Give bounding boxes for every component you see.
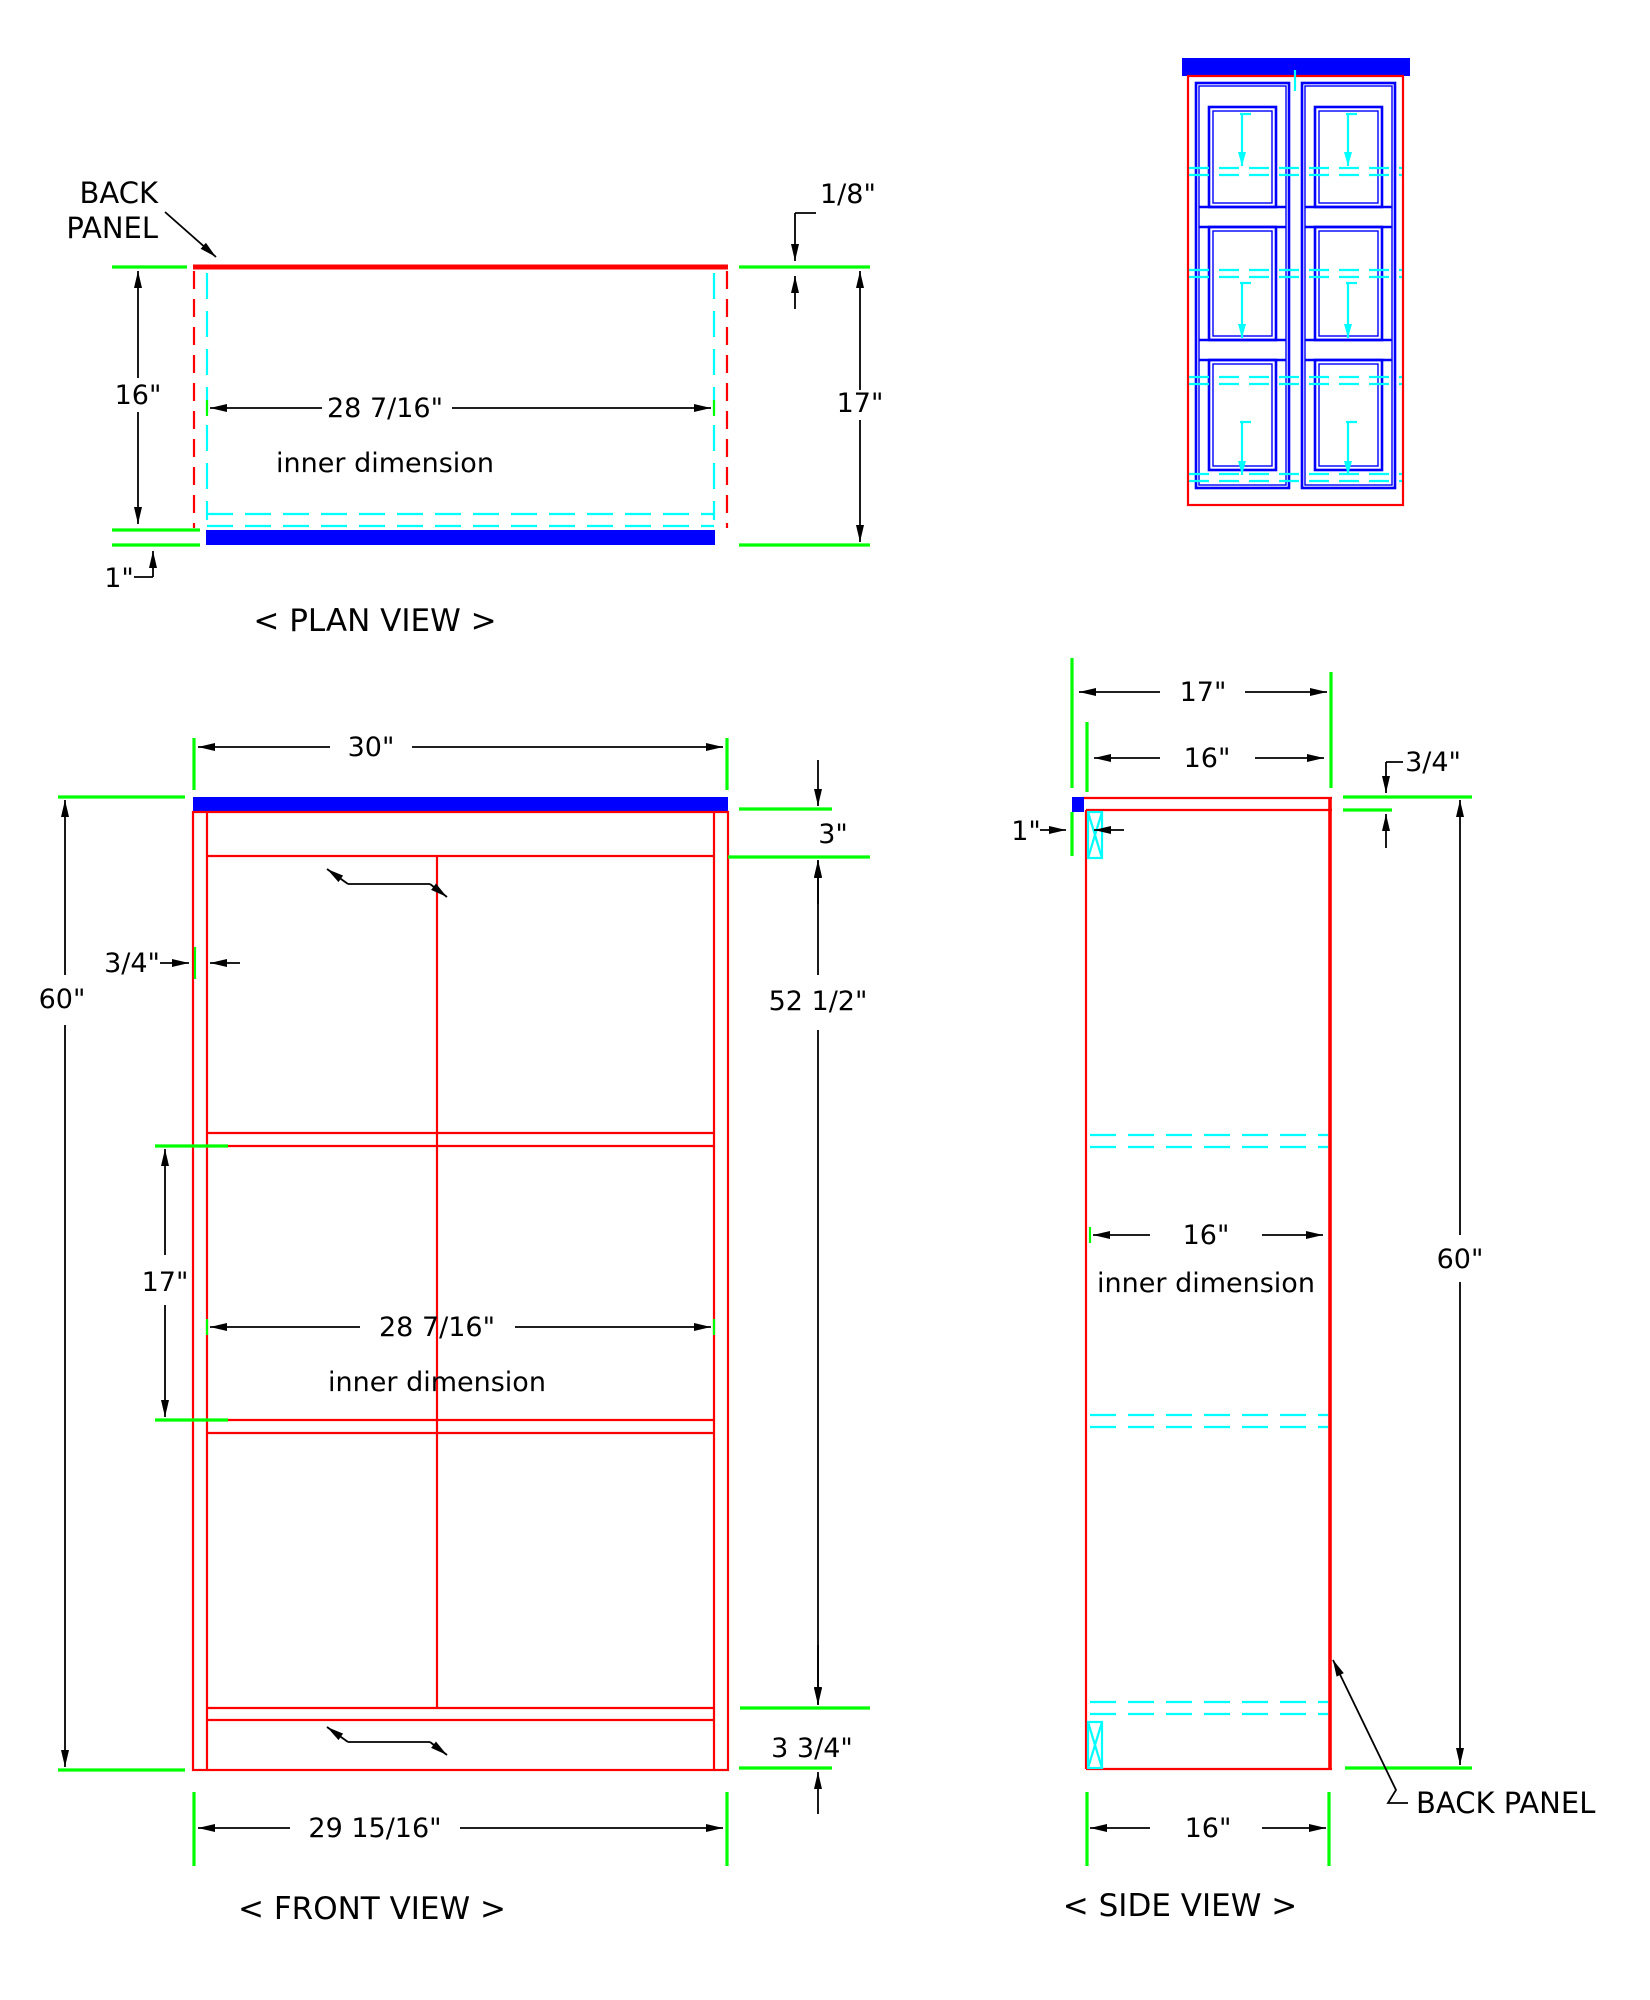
door-top-rail-bar [1182, 58, 1410, 76]
side-cabinet-outline [1072, 796, 1332, 1771]
side-dim-depth-bottom-label: 16" [1185, 1813, 1232, 1844]
front-dim-width-inner-label: 28 7/16" [379, 1312, 495, 1343]
side-dim-depth-outer: 17" [1079, 677, 1327, 708]
plan-back-panel-callout: BACK PANEL [66, 176, 217, 258]
side-dim-back-thickness: 1" [1011, 816, 1124, 847]
front-extension-ticks [58, 738, 870, 1866]
plan-dim-back-overhang: 1/8" [791, 179, 876, 309]
plan-dim-front-rail: 1" [104, 551, 157, 594]
front-dim-height-label: 60" [39, 984, 86, 1015]
side-dim-depth-inner: 16" inner dimension [1088, 1220, 1323, 1299]
front-dim-side-thickness-label: 3/4" [104, 948, 160, 979]
side-dim-back-thickness-label: 1" [1011, 816, 1041, 847]
plan-dim-width-inner: 28 7/16" inner dimension [205, 393, 716, 479]
front-shelves [207, 1131, 714, 1722]
front-dim-shelf-spacing-label: 17" [142, 1267, 189, 1298]
back-panel-callout-line1: BACK [80, 176, 159, 210]
side-view: 17" 16" 3/4" 1" 16" inner dimension [1011, 658, 1595, 1924]
front-dim-top-rail: 3" [814, 760, 848, 904]
front-dim-opening-height: 52 1/2" [769, 860, 868, 1705]
front-inner-dimension-note: inner dimension [328, 1367, 546, 1398]
plan-dim-width-inner-label: 28 7/16" [327, 393, 443, 424]
front-dim-face-width-label: 29 15/16" [308, 1813, 441, 1844]
front-dim-face-width: 29 15/16" [198, 1813, 723, 1844]
plan-dim-depth-outer-label: 17" [837, 388, 884, 419]
side-dim-height: 60" [1437, 800, 1484, 1765]
side-dim-depth-top: 16" [1094, 743, 1324, 774]
door-left-panel-1 [1207, 105, 1278, 209]
front-dim-opening-height-label: 52 1/2" [769, 986, 868, 1017]
back-panel-leader [164, 211, 217, 258]
front-dim-height: 60" [39, 800, 86, 1767]
front-swing-arrow-bottom [326, 1726, 448, 1756]
door-right-panel-2 [1313, 225, 1384, 342]
plan-front-rail-bar [206, 530, 715, 545]
front-dim-side-thickness: 3/4" [104, 948, 240, 979]
door-view [1182, 58, 1410, 507]
plan-inner-dimension-note: inner dimension [276, 448, 494, 479]
plan-view-title: < PLAN VIEW > [253, 603, 496, 639]
front-dim-width-inner: 28 7/16" inner dimension [205, 1312, 716, 1398]
front-dim-bottom-rail: 3 3/4" [771, 1645, 853, 1814]
plan-dim-depth-inner-label: 16" [115, 380, 162, 411]
front-dim-width-outer-label: 30" [348, 732, 395, 763]
front-view: 30" 60" 3/4" 17" 28 7/16" inner dimensio… [39, 732, 870, 1927]
plan-dim-depth-inner: 16" [115, 271, 162, 524]
door-view-outline [1186, 74, 1405, 507]
side-dim-depth-outer-label: 17" [1180, 677, 1227, 708]
front-top-bar [193, 797, 728, 812]
side-back-panel-top-edge [1072, 797, 1084, 812]
front-view-title: < FRONT VIEW > [238, 1891, 506, 1927]
door-right-panel-1 [1313, 105, 1384, 209]
side-dim-depth-top-label: 16" [1184, 743, 1231, 774]
plan-view: 16" 28 7/16" inner dimension 17" 1/8" 1" [66, 176, 883, 639]
door-left-panel-2 [1207, 225, 1278, 342]
front-dim-width-outer: 30" [198, 732, 723, 763]
side-back-panel-leader [1332, 1659, 1408, 1804]
plan-cabinet-outline [192, 264, 729, 545]
front-dim-shelf-spacing: 17" [142, 1149, 189, 1417]
plan-dim-depth-outer: 17" [837, 271, 884, 542]
side-dim-height-label: 60" [1437, 1244, 1484, 1275]
side-dim-depth-inner-label: 16" [1183, 1220, 1230, 1251]
plan-dim-back-overhang-label: 1/8" [820, 179, 876, 210]
side-back-panel-callout: BACK PANEL [1332, 1659, 1595, 1820]
front-cabinet-outline [191, 810, 730, 1772]
side-back-panel-label: BACK PANEL [1416, 1786, 1595, 1820]
side-nailer-top [1086, 810, 1104, 860]
back-panel-callout-line2: PANEL [66, 211, 158, 245]
door-grain-arrows [1238, 112, 1357, 475]
plan-dim-front-rail-label: 1" [104, 563, 134, 594]
front-dim-bottom-rail-label: 3 3/4" [771, 1733, 853, 1764]
side-dim-top-thickness: 3/4" [1382, 747, 1461, 848]
side-inner-dimension-note: inner dimension [1097, 1268, 1315, 1299]
side-hidden-shelf-lines [1090, 1133, 1328, 1716]
door-hidden-shelf-lines [1189, 166, 1402, 483]
side-nailer-bottom [1086, 1720, 1104, 1770]
plan-extension-ticks [112, 265, 870, 547]
side-dim-top-thickness-label: 3/4" [1405, 747, 1461, 778]
front-dim-top-rail-label: 3" [818, 819, 848, 850]
side-extension-ticks [1070, 658, 1472, 1866]
side-view-title: < SIDE VIEW > [1063, 1888, 1297, 1924]
side-dim-depth-bottom: 16" [1090, 1813, 1326, 1844]
front-swing-arrow-top [326, 868, 448, 898]
